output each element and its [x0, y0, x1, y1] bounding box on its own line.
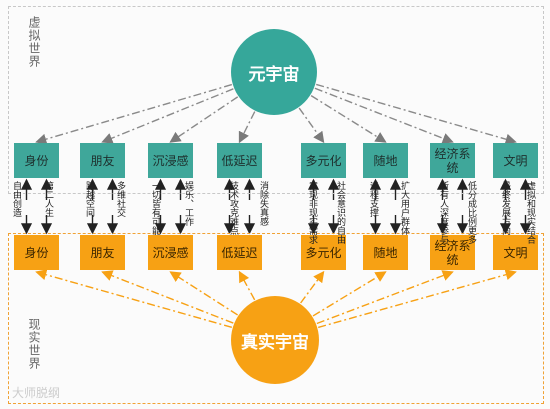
annotation-text: 技术攻克难点: [228, 181, 238, 235]
real-attr-box: 随地: [363, 235, 408, 270]
virtual-attr-box: 朋友: [80, 143, 125, 178]
annotation-text: 社会意识的自由: [335, 181, 345, 244]
annotation-text: 远程支撑: [368, 181, 378, 217]
real-attr-box: 低延迟: [217, 235, 262, 270]
real-world-frame: [8, 233, 544, 404]
virtual-attr-box: 经济系统: [430, 143, 475, 178]
real-attr-box: 文明: [493, 235, 538, 270]
annotation-text: 自由创造: [11, 181, 21, 217]
virtual-attr-box: 文明: [493, 143, 538, 178]
annotation-text: 所有人深度参与: [438, 181, 448, 244]
real-connector-arrow: [169, 271, 238, 316]
virtual-attr-box: 低延迟: [217, 143, 262, 178]
watermark-logo: 大师脱纲: [12, 386, 61, 400]
real-connector-arrow: [35, 269, 233, 329]
virtual-attr-box: 多元化: [301, 143, 346, 178]
annotation-text: 跨越空间: [84, 181, 94, 217]
real-attr-box: 多元化: [301, 235, 346, 270]
annotation-text: 第二人生: [43, 181, 53, 217]
virtual-connector-arrow: [101, 88, 234, 144]
virtual-attr-box: 身份: [14, 143, 59, 178]
virtual-connector-arrow: [35, 83, 233, 145]
virtual-connector-arrow: [298, 107, 325, 144]
real-connector-arrow: [312, 271, 387, 317]
annotation-text: 低分成比例更多: [466, 181, 476, 244]
virtual-attr-box: 随地: [363, 143, 408, 178]
virtual-world-frame: [8, 6, 544, 194]
real-universe-node: 真实宇宙: [231, 296, 319, 384]
real-connector-arrow: [101, 270, 234, 324]
annotation-text: 消除失真感: [258, 181, 268, 226]
real-world-label: 现实世界: [27, 318, 41, 370]
annotation-text: 一切皆有可能: [150, 181, 160, 235]
virtual-attr-box: 沉浸感: [148, 143, 193, 178]
annotation-text: 扩大用户群体: [399, 181, 409, 235]
virtual-connector-arrow: [314, 87, 454, 144]
meta-universe-node: 元宇宙: [231, 29, 317, 115]
annotation-text: 实现非现实需求: [307, 181, 317, 244]
real-connector-arrow: [318, 269, 517, 329]
annotation-text: 虚拟和现实结合: [525, 181, 535, 244]
real-attr-box: 身份: [14, 235, 59, 270]
virtual-connector-arrow: [310, 95, 387, 143]
annotation-text: 多维社交: [115, 181, 125, 217]
virtual-connector-arrow: [316, 83, 517, 145]
virtual-world-label: 虚拟世界: [27, 16, 41, 68]
real-attr-box: 沉浸感: [148, 235, 193, 270]
annotation-text: 娱乐、工作: [183, 181, 193, 226]
annotation-text: 最终发展方向: [500, 181, 510, 235]
real-connector-arrow: [238, 270, 256, 301]
real-attr-box: 经济系统: [430, 235, 475, 270]
real-attr-box: 朋友: [80, 235, 125, 270]
virtual-connector-arrow: [169, 96, 239, 143]
real-connector-arrow: [300, 270, 325, 304]
virtual-connector-arrow: [238, 111, 256, 144]
